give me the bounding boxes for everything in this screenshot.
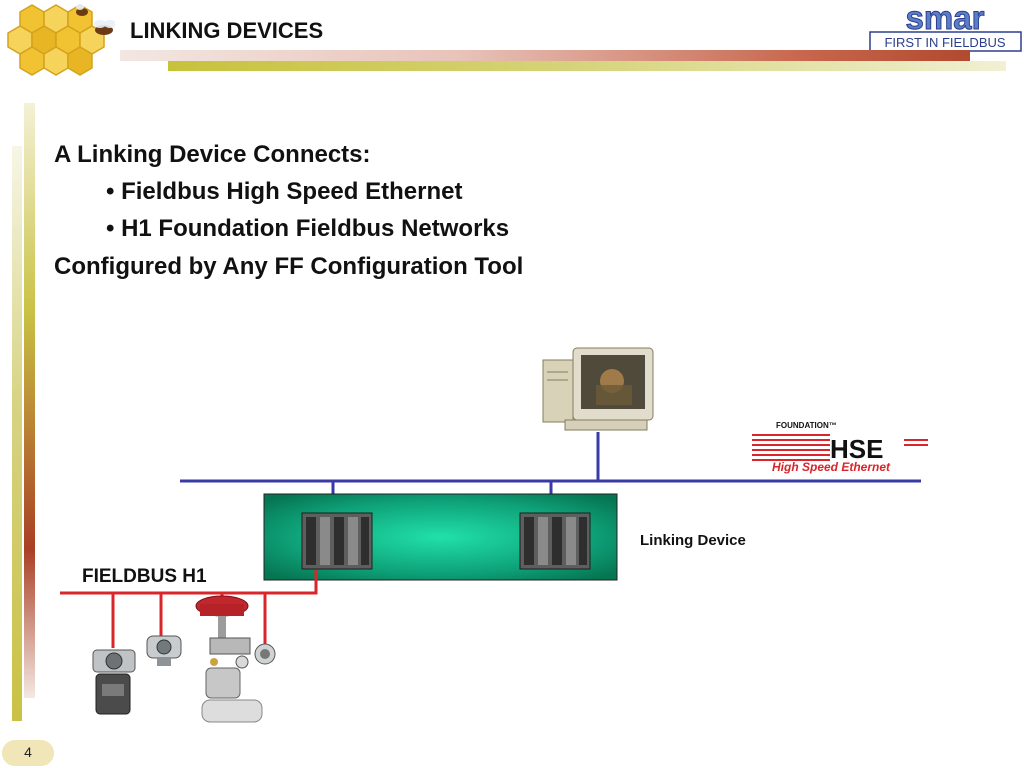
- bullet-text: Fieldbus High Speed Ethernet: [121, 178, 463, 205]
- hse-logo-top: FOUNDATION™: [776, 421, 837, 430]
- page-number-badge: [2, 740, 54, 766]
- content-footer-line: Configured by Any FF Configuration Tool: [54, 253, 524, 280]
- control-valve-icon: [195, 595, 263, 723]
- hse-logo: FOUNDATION™ HSE High Speed Ethernet: [752, 418, 930, 476]
- bullet-item: • Fieldbus High Speed Ethernet: [106, 178, 463, 205]
- fieldbus-h1-label: FIELDBUS H1: [82, 566, 207, 587]
- sidebar-bar-inner: [12, 146, 22, 721]
- bullet-item: • H1 Foundation Fieldbus Networks: [106, 215, 510, 242]
- linking-device-rack-left: [301, 512, 373, 570]
- hse-logo-main: HSE: [830, 434, 883, 464]
- smar-logo-name: smar: [906, 2, 985, 36]
- honeycomb-bee-logo: [7, 4, 115, 76]
- sidebar-bar-outer: [24, 103, 35, 698]
- h1-bus-line: [60, 570, 318, 595]
- small-transmitter-icon: [254, 643, 276, 665]
- page-number: 4: [24, 744, 32, 760]
- linking-device-label: Linking Device: [640, 532, 746, 549]
- content-heading: A Linking Device Connects:: [54, 141, 371, 168]
- linking-device-rack-right: [519, 512, 591, 570]
- header-bar-bottom: [168, 61, 1006, 71]
- bullet-text: H1 Foundation Fieldbus Networks: [121, 215, 510, 242]
- hse-logo-sub: High Speed Ethernet: [772, 460, 891, 474]
- smar-logo-tagline: FIRST IN FIELDBUS: [884, 35, 1005, 50]
- hse-logo-graphic: FOUNDATION™ HSE High Speed Ethernet: [752, 421, 928, 474]
- slide-title: LINKING DEVICES: [130, 18, 324, 43]
- header-bar-top: [120, 50, 970, 61]
- pressure-transmitter-icon: [92, 649, 136, 715]
- computer-workstation-icon: [542, 347, 654, 431]
- temperature-transmitter-icon: [146, 635, 182, 666]
